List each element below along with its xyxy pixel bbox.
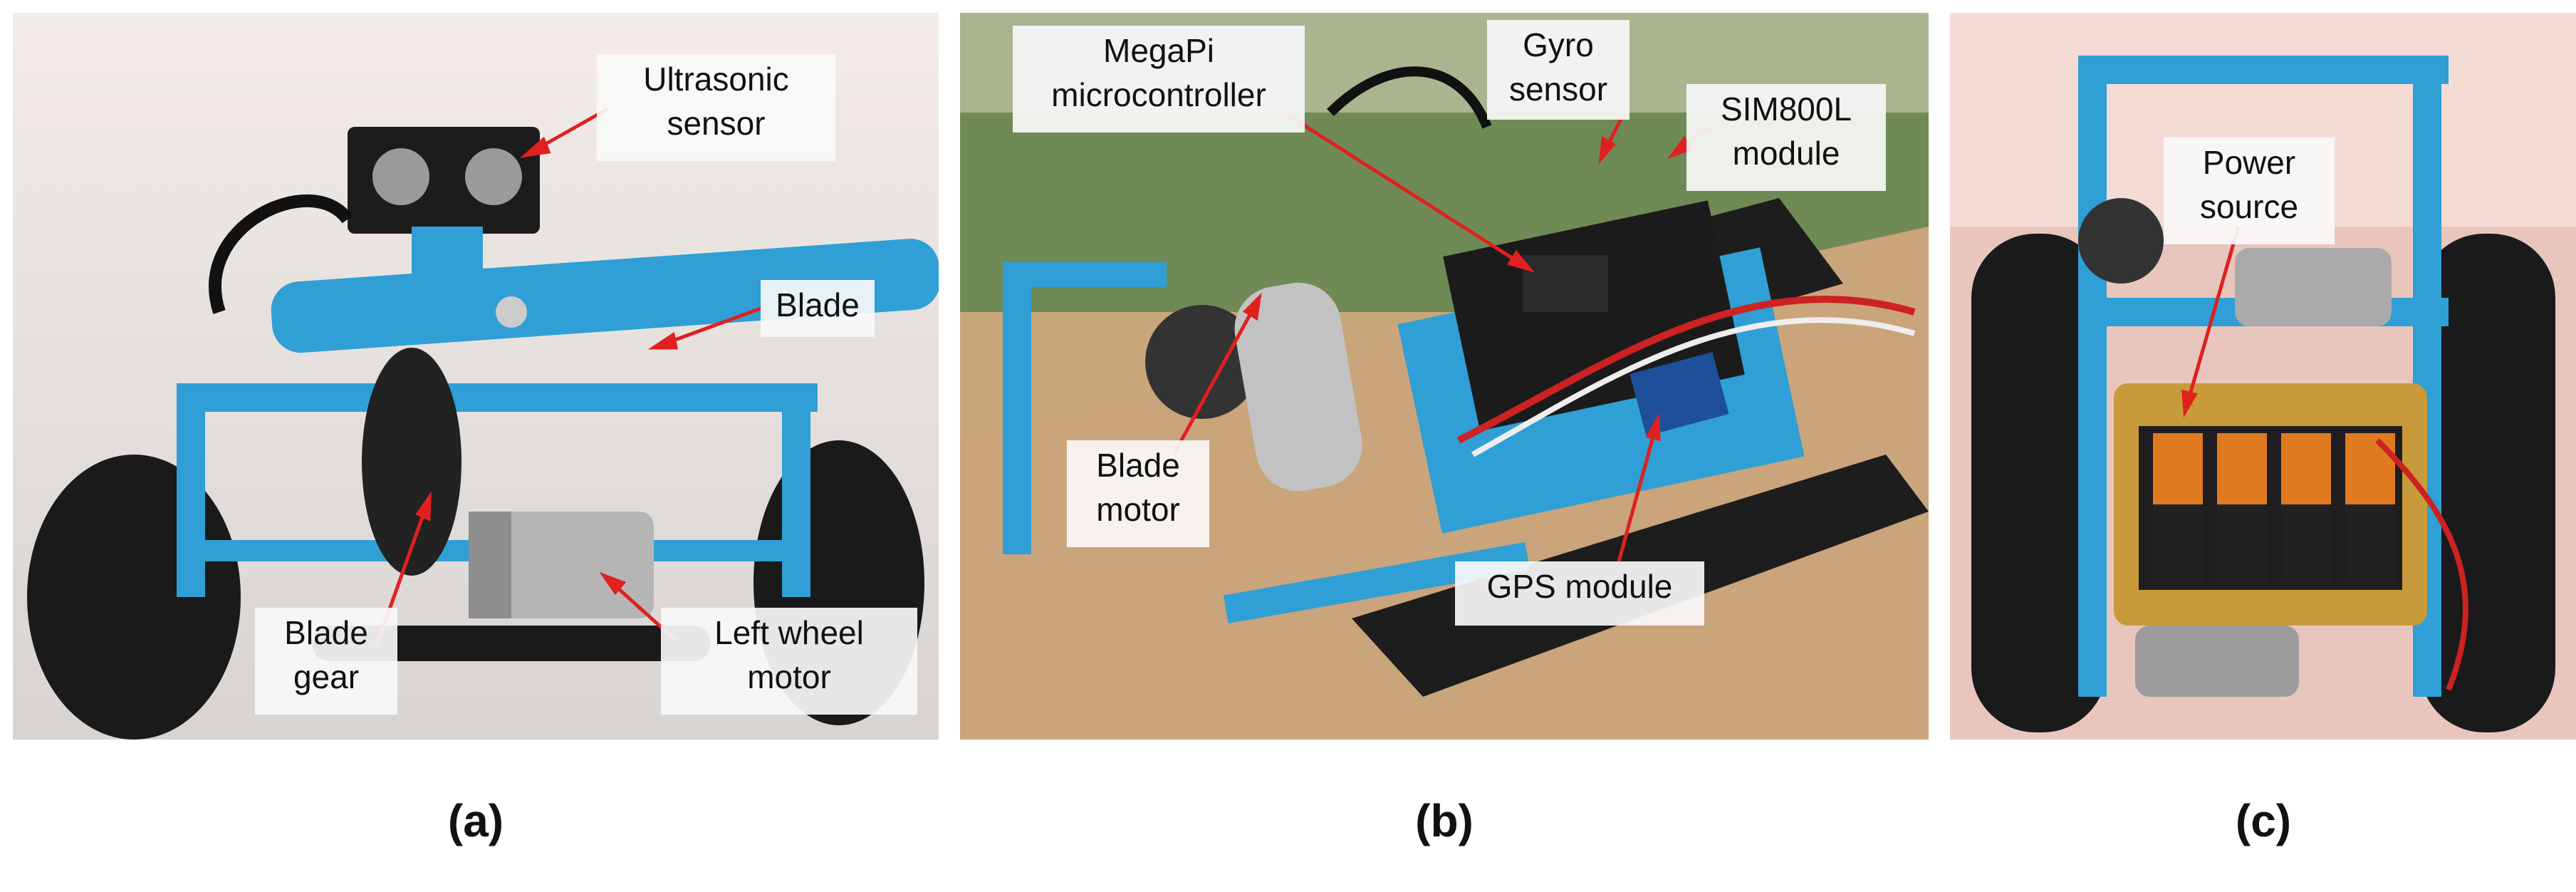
- label-megapi-microcontroller: MegaPi microcontroller: [1013, 26, 1305, 133]
- caption-a: (a): [447, 795, 504, 846]
- label-left-wheel-motor: Left wheel motor: [661, 608, 917, 715]
- photo-panel-a: Ultrasonic sensor Blade Blade gear Left …: [13, 13, 939, 740]
- caption-b: (b): [1415, 795, 1474, 846]
- label-power-source: Power source: [2164, 138, 2335, 244]
- label-blade-gear: Blade gear: [255, 608, 397, 715]
- label-blade-motor: Blade motor: [1067, 440, 1209, 547]
- label-sim800l-module: SIM800L module: [1686, 84, 1886, 191]
- label-ultrasonic-sensor: Ultrasonic sensor: [597, 54, 835, 161]
- label-gps-module: GPS module: [1455, 561, 1704, 626]
- label-gyro-sensor: Gyro sensor: [1487, 20, 1629, 120]
- photo-panel-c: Power source: [1950, 13, 2576, 740]
- caption-c: (c): [2235, 795, 2292, 846]
- label-blade: Blade: [761, 280, 875, 337]
- photo-panel-b: MegaPi microcontroller Gyro sensor SIM80…: [960, 13, 1929, 740]
- robot-photo-bottom-view: [1950, 13, 2576, 740]
